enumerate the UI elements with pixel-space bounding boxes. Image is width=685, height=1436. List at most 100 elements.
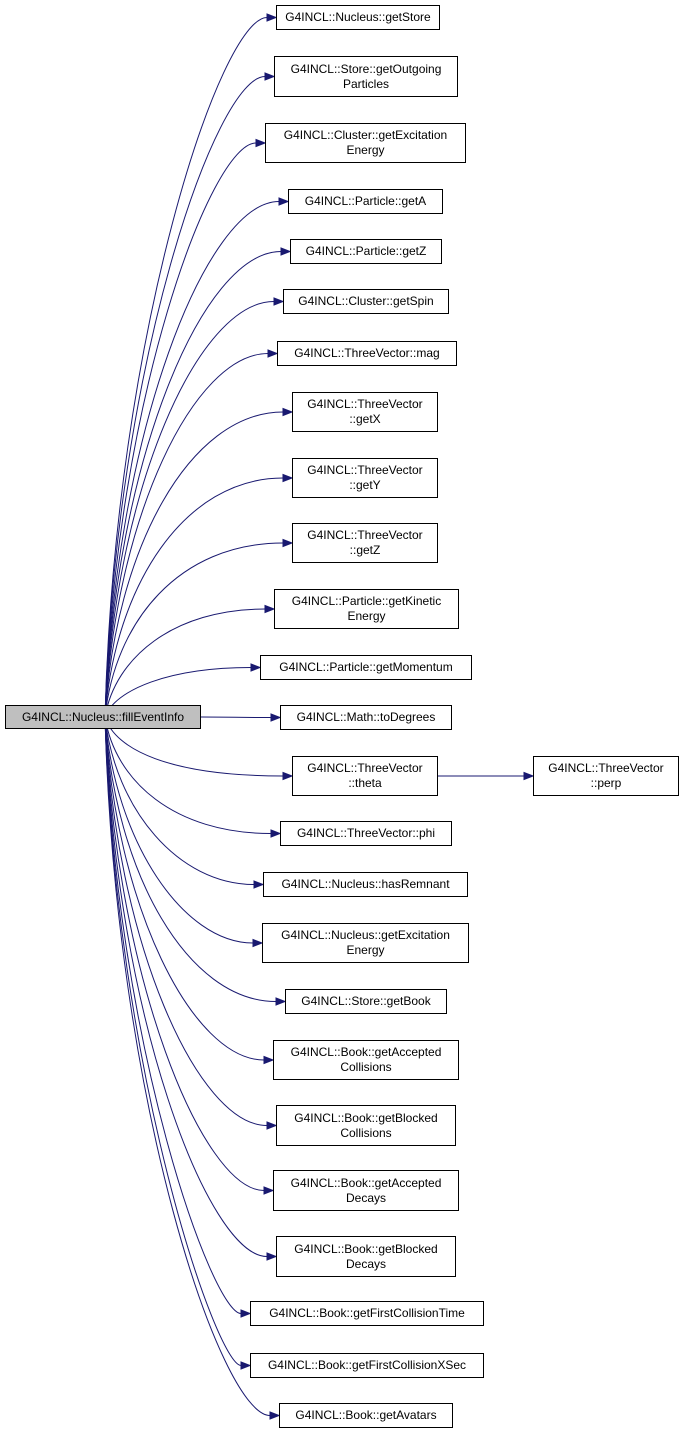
node-label-line: G4INCL::Particle::getZ <box>305 244 427 258</box>
node-label-line: G4INCL::Math::toDegrees <box>296 710 436 724</box>
edge-fill-event-info-to-get-blocked-collisions <box>104 716 268 1126</box>
node-label-line: Energy <box>347 609 386 623</box>
edge-arrowhead <box>252 938 264 948</box>
edge-fill-event-info-to-get-first-collision-xsec <box>104 716 242 1366</box>
node-phi[interactable]: G4INCL::ThreeVector::phi <box>280 821 452 846</box>
node-label-line: G4INCL::Cluster::getExcitation <box>283 128 448 142</box>
node-mag[interactable]: G4INCL::ThreeVector::mag <box>277 341 457 366</box>
edge-arrowhead <box>250 663 262 672</box>
edge-arrowhead <box>270 829 282 838</box>
edge-fill-event-info-to-get-blocked-decays <box>104 716 268 1257</box>
node-label-line: G4INCL::Book::getAccepted <box>290 1175 442 1190</box>
node-label-line: G4INCL::Store::getOutgoing <box>290 61 442 76</box>
edge-fill-event-info-to-get-first-collision-time <box>104 716 242 1314</box>
node-label-line: Decays <box>345 1190 386 1205</box>
node-get-momentum[interactable]: G4INCL::Particle::getMomentum <box>260 655 472 680</box>
node-to-degrees[interactable]: G4INCL::Math::toDegrees <box>280 705 452 730</box>
edge-fill-event-info-to-get-avatars <box>104 716 271 1416</box>
edge-fill-event-info-to-vec-get-z <box>104 542 284 718</box>
node-get-book[interactable]: G4INCL::Store::getBook <box>285 989 447 1014</box>
edge-arrowhead <box>266 1121 278 1130</box>
edge-fill-event-info-to-get-store <box>104 17 268 718</box>
node-get-a[interactable]: G4INCL::Particle::getA <box>288 189 443 214</box>
edge-fill-event-info-to-get-outgoing-particles <box>104 76 266 718</box>
edge-arrowhead <box>253 880 265 889</box>
node-label-line: G4INCL::ThreeVector <box>307 397 423 411</box>
edge-arrowhead <box>280 247 292 256</box>
edge-arrowhead <box>267 349 279 358</box>
edge-fill-event-info-to-vec-get-y <box>104 477 284 718</box>
edge-fill-event-info-to-get-kinetic-energy <box>104 608 266 718</box>
edge-arrowhead <box>282 538 294 548</box>
node-label-line: G4INCL::Book::getAvatars <box>295 1408 437 1422</box>
edge-fill-event-info-to-vec-get-x <box>104 411 284 718</box>
edge-fill-event-info-to-phi <box>104 716 272 834</box>
node-perp[interactable]: G4INCL::ThreeVector::perp <box>533 756 679 796</box>
node-label-line: ::theta <box>348 776 382 790</box>
edge-fill-event-info-to-get-book <box>104 716 277 1002</box>
edge-fill-event-info-to-get-z <box>104 251 282 718</box>
node-label-line: G4INCL::Book::getAccepted <box>290 1045 442 1059</box>
edge-fill-event-info-to-to-degrees <box>200 716 272 718</box>
node-label-line: G4INCL::ThreeVector::phi <box>296 826 436 840</box>
node-label-line: ::getZ <box>349 543 381 557</box>
edge-arrowhead <box>523 771 535 781</box>
edge-arrowhead <box>255 138 267 148</box>
node-label-line: ::perp <box>590 776 622 790</box>
node-label-line: G4INCL::Particle::getMomentum <box>279 660 453 674</box>
node-label-line: Particles <box>342 76 389 91</box>
node-label-line: G4INCL::Nucleus::getStore <box>285 10 431 24</box>
node-get-first-collision-xsec[interactable]: G4INCL::Book::getFirstCollisionXSec <box>250 1353 484 1378</box>
root-node-fill-event-info: G4INCL::Nucleus::fillEventInfo <box>5 705 201 729</box>
edge-fill-event-info-to-has-remnant <box>104 716 255 885</box>
edge-arrowhead <box>263 1186 275 1195</box>
node-label-line: G4INCL::ThreeVector <box>307 463 423 477</box>
node-get-spin[interactable]: G4INCL::Cluster::getSpin <box>283 289 449 314</box>
node-label-line: ::getX <box>349 412 381 426</box>
node-vec-get-y[interactable]: G4INCL::ThreeVector::getY <box>292 458 438 498</box>
node-label-line: G4INCL::Particle::getA <box>304 194 427 208</box>
edge-arrowhead <box>275 997 287 1006</box>
node-label-line: Decays <box>345 1256 386 1271</box>
edge-arrowhead <box>270 713 282 722</box>
node-label-line: Collisions <box>340 1125 392 1140</box>
node-label-line: G4INCL::Book::getBlocked <box>294 1241 438 1256</box>
node-vec-get-x[interactable]: G4INCL::ThreeVector::getX <box>292 392 438 432</box>
node-label-line: G4INCL::Book::getFirstCollisionXSec <box>267 1358 467 1372</box>
node-get-store[interactable]: G4INCL::Nucleus::getStore <box>276 5 440 30</box>
edge-arrowhead <box>266 1252 278 1261</box>
node-label-line: G4INCL::Cluster::getSpin <box>298 294 434 308</box>
edge-arrowhead <box>269 1411 281 1420</box>
node-label-line: G4INCL::Book::getFirstCollisionTime <box>269 1306 465 1320</box>
node-label-line: G4INCL::Book::getBlocked <box>294 1110 438 1125</box>
edge-arrowhead <box>264 604 276 614</box>
node-theta[interactable]: G4INCL::ThreeVector::theta <box>292 756 438 796</box>
edge-arrowhead <box>240 1361 252 1370</box>
node-label-line: G4INCL::ThreeVector <box>307 761 423 775</box>
edge-fill-event-info-to-nucleus-get-excitation-energy <box>104 716 254 944</box>
node-get-z[interactable]: G4INCL::Particle::getZ <box>290 239 442 264</box>
edge-arrowhead <box>263 1055 275 1065</box>
node-get-avatars[interactable]: G4INCL::Book::getAvatars <box>279 1403 453 1428</box>
node-has-remnant[interactable]: G4INCL::Nucleus::hasRemnant <box>263 872 468 897</box>
node-label-line: G4INCL::Store::getBook <box>301 994 431 1008</box>
node-label-line: Energy <box>346 943 385 957</box>
edge-fill-event-info-to-get-accepted-collisions <box>104 716 265 1061</box>
node-label-line: G4INCL::ThreeVector <box>548 761 664 775</box>
edge-fill-event-info-to-get-spin <box>104 301 275 718</box>
edge-arrowhead <box>273 297 285 306</box>
edge-arrowhead <box>282 473 294 483</box>
node-label-line: G4INCL::Nucleus::hasRemnant <box>281 877 450 891</box>
node-vec-get-z[interactable]: G4INCL::ThreeVector::getZ <box>292 523 438 563</box>
edge-fill-event-info-to-cluster-get-excitation-energy <box>104 142 257 718</box>
node-get-first-collision-time[interactable]: G4INCL::Book::getFirstCollisionTime <box>250 1301 484 1326</box>
